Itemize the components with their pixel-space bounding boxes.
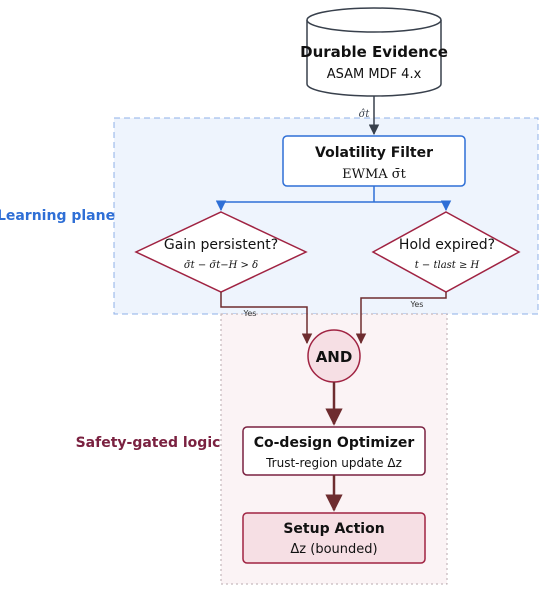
hold-expired-decision: Hold expired? t − tlast ≥ H — [371, 211, 521, 293]
learning-plane-label: Learning plane — [0, 208, 115, 224]
and-gate-label: AND — [316, 348, 353, 366]
edge-label-gain-yes: Yes — [243, 309, 257, 318]
volatility-filter-title: Volatility Filter — [315, 145, 433, 161]
codesign-optimizer-node: Co-design Optimizer Trust-region update … — [242, 426, 426, 476]
edge-label-sigma: σ̂t — [359, 109, 371, 120]
durable-evidence-subtitle: ASAM MDF 4.x — [327, 67, 422, 82]
volatility-filter-node: Volatility Filter EWMA σ̄t — [282, 135, 466, 187]
and-gate-node: AND — [307, 329, 361, 383]
durable-evidence-node: Durable Evidence ASAM MDF 4.x — [300, 7, 448, 97]
setup-action-title: Setup Action — [283, 521, 384, 537]
safety-plane-label: Safety-gated logic — [76, 435, 221, 451]
edge-gain-to-and — [220, 292, 313, 345]
codesign-optimizer-subtitle: Trust-region update Δz — [265, 456, 402, 470]
edge-hold-to-and — [355, 292, 447, 345]
gain-persistent-formula: σ̄t − σ̄t−H > δ — [184, 260, 258, 271]
gain-persistent-title: Gain persistent? — [164, 237, 278, 253]
edge-label-hold-yes: Yes — [410, 300, 424, 309]
hold-expired-title: Hold expired? — [399, 237, 495, 253]
durable-evidence-title: Durable Evidence — [300, 43, 448, 61]
codesign-optimizer-title: Co-design Optimizer — [254, 435, 415, 451]
volatility-filter-subtitle: EWMA σ̄t — [342, 167, 407, 182]
hold-expired-formula: t − tlast ≥ H — [415, 260, 480, 271]
gain-persistent-decision: Gain persistent? σ̄t − σ̄t−H > δ — [134, 211, 308, 293]
setup-action-subtitle: Δz (bounded) — [290, 542, 377, 557]
setup-action-node: Setup Action Δz (bounded) — [242, 512, 426, 564]
